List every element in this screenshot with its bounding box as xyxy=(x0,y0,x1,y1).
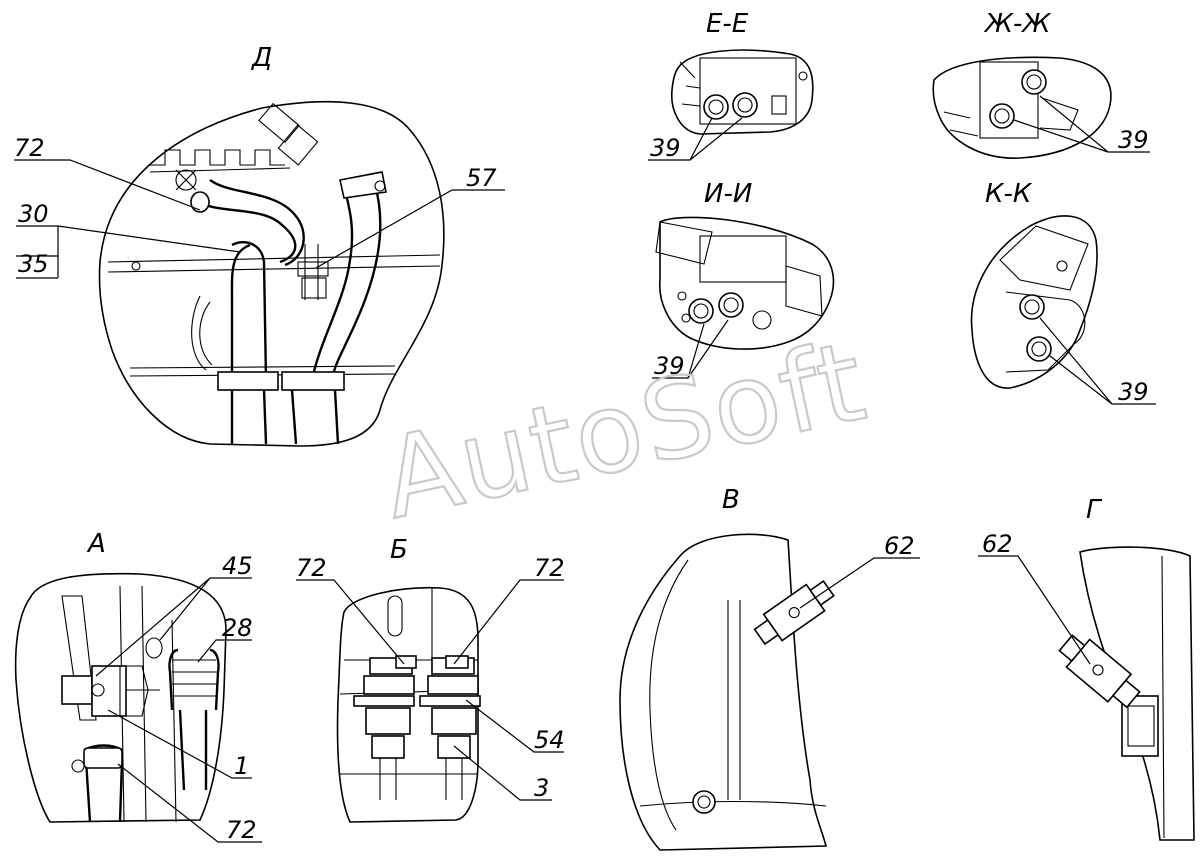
view-a-label-1: 1 xyxy=(234,752,249,780)
view-v-title: В xyxy=(722,485,740,515)
view-ii-title: И-И xyxy=(704,179,752,209)
view-g-label-62: 62 xyxy=(982,530,1013,558)
view-d: Д xyxy=(14,43,505,447)
view-d-label-57: 57 xyxy=(466,164,497,192)
view-b-label-72-right: 72 xyxy=(534,554,565,582)
view-d-label-30: 30 xyxy=(18,200,49,228)
view-v: В 62 xyxy=(619,485,920,851)
view-ii-label-39: 39 xyxy=(654,352,685,380)
view-a-title: А xyxy=(86,529,106,559)
watermark: AutoSoft xyxy=(371,316,878,545)
view-d-label-72: 72 xyxy=(14,134,45,162)
view-g-title: Г xyxy=(1086,495,1103,525)
view-ee: Е-Е 39 xyxy=(648,9,814,162)
view-a-label-28: 28 xyxy=(222,614,253,642)
view-kk-label-39: 39 xyxy=(1118,378,1149,406)
view-zz: Ж-Ж 39 xyxy=(932,9,1150,159)
view-ii: И-И 39 xyxy=(652,179,835,380)
view-a-label-72: 72 xyxy=(226,816,257,844)
view-a: А 45 28 1 72 xyxy=(14,529,262,844)
view-zz-label-39: 39 xyxy=(1118,126,1149,154)
view-zz-title: Ж-Ж xyxy=(983,9,1051,39)
view-d-title: Д xyxy=(251,43,272,73)
view-kk-title: К-К xyxy=(985,179,1033,209)
view-b-title: Б xyxy=(390,535,408,565)
watermark-text: AutoSoft xyxy=(372,317,876,544)
view-d-label-35: 35 xyxy=(18,250,49,278)
view-a-label-45: 45 xyxy=(222,552,253,580)
view-ee-title: Е-Е xyxy=(706,9,749,39)
view-g: Г 62 xyxy=(978,495,1195,841)
view-v-label-62: 62 xyxy=(884,532,915,560)
view-kk: К-К 39 xyxy=(970,179,1156,406)
view-b-label-72-left: 72 xyxy=(296,554,327,582)
view-ee-label-39: 39 xyxy=(650,134,681,162)
view-b-label-3: 3 xyxy=(534,774,549,802)
view-b-label-54: 54 xyxy=(534,726,565,754)
view-b: Б 72 72 54 3 xyxy=(296,535,565,823)
